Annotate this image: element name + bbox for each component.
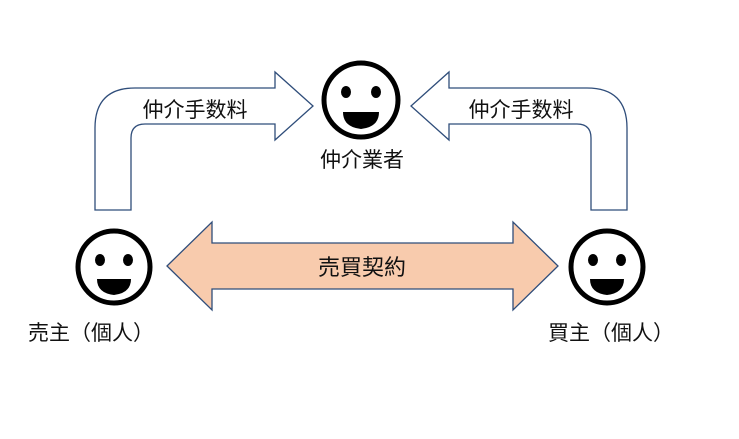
buyer-label: 買主（個人） <box>548 321 674 345</box>
broker-label: 仲介業者 <box>320 148 404 172</box>
broker-smiley-icon <box>321 60 401 140</box>
right-fee-label: 仲介手数料 <box>469 98 574 122</box>
buyer-smiley-icon <box>568 228 646 306</box>
fee-arrow-left <box>94 70 314 211</box>
fee-arrow-right <box>410 70 628 211</box>
contract-double-arrow <box>166 220 559 312</box>
contract-label: 売買契約 <box>318 256 406 281</box>
left-fee-label: 仲介手数料 <box>143 98 248 122</box>
seller-smiley-icon <box>75 228 153 306</box>
seller-label: 売主（個人） <box>28 321 154 345</box>
